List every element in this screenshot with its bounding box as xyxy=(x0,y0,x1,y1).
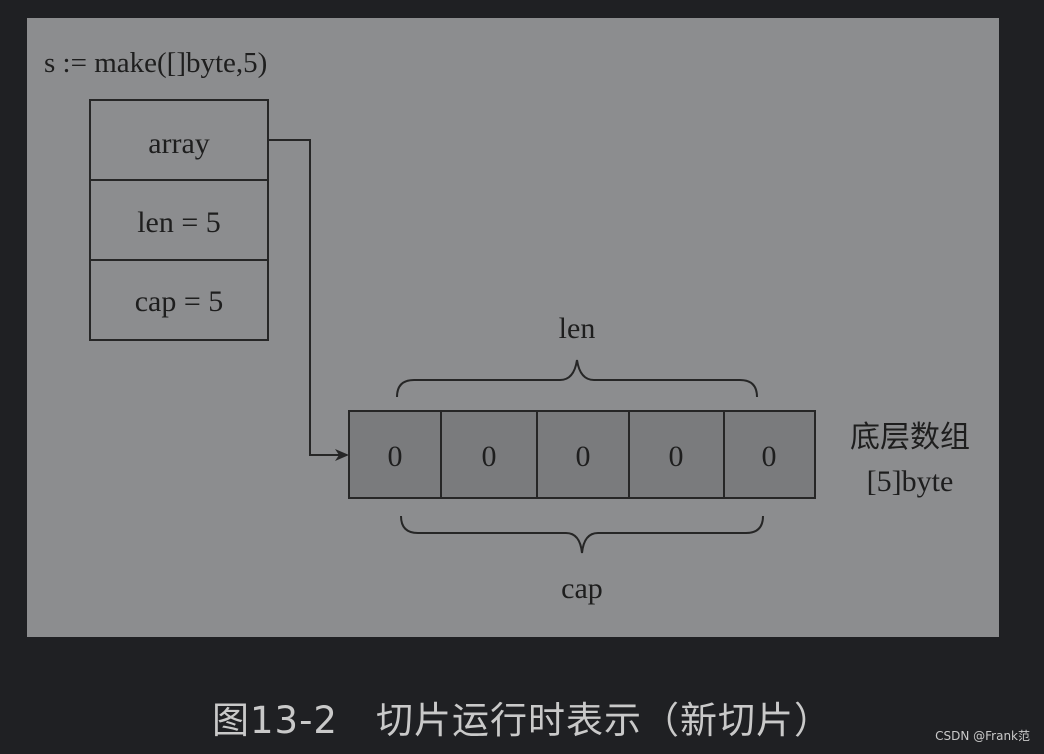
array-cell xyxy=(723,410,816,499)
array-cell-value: 0 xyxy=(482,440,497,473)
cap-field-box xyxy=(89,259,269,341)
array-cell-value: 0 xyxy=(669,440,684,473)
cap-brace xyxy=(400,515,764,554)
array-cell-value: 0 xyxy=(762,440,777,473)
len-label: len xyxy=(559,312,596,345)
array-cell xyxy=(348,410,442,499)
len-brace xyxy=(396,359,758,398)
cap-label: cap xyxy=(561,572,603,605)
csdn-watermark: CSDN @Frank范 xyxy=(935,729,1030,743)
underlying-array-label: 底层数组 xyxy=(850,420,970,455)
array-cell xyxy=(440,410,538,499)
figure-caption: 图13-2 切片运行时表示（新切片） xyxy=(212,699,832,742)
underlying-array xyxy=(348,410,816,499)
len-field-label: len = 5 xyxy=(137,206,221,239)
array-type-label: [5]byte xyxy=(867,465,954,498)
make-code-label: s := make([]byte,5) xyxy=(44,47,267,79)
slice-diagram: s := make([]byte,5) array len = 5 cap = … xyxy=(27,18,999,637)
array-pointer-arrow xyxy=(268,139,349,461)
array-cell-value: 0 xyxy=(576,440,591,473)
cap-field-label: cap = 5 xyxy=(135,285,224,318)
array-cell-value: 0 xyxy=(388,440,403,473)
array-cell xyxy=(536,410,630,499)
array-field-label: array xyxy=(148,127,210,160)
diagram-panel xyxy=(27,18,999,637)
